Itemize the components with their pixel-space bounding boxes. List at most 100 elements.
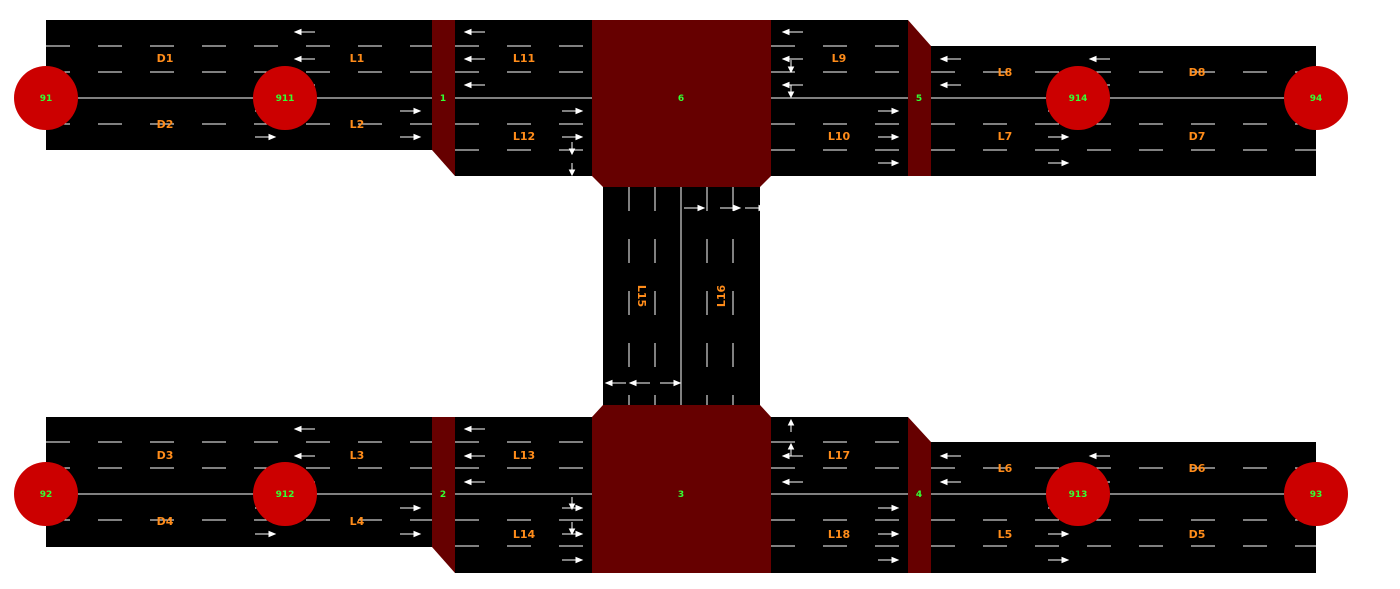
road-top-east [931, 46, 1316, 176]
road-label-l10: L10 [828, 130, 851, 143]
lane-arrow-right [400, 504, 422, 512]
lane-arrow-down [568, 497, 576, 511]
lane-arrow-down [568, 522, 576, 536]
road-label-d2: D2 [157, 118, 174, 131]
road-label-d1: D1 [157, 52, 174, 65]
road-label-d5: D5 [1189, 528, 1206, 541]
endpoint-label-93: 93 [1310, 490, 1323, 500]
road-label-d6: D6 [1189, 462, 1206, 475]
lane-arrow-left [628, 379, 650, 387]
lane-arrow-left [293, 55, 315, 63]
lane-arrow-left [781, 28, 803, 36]
road-label-l18: L18 [828, 528, 850, 541]
lane-arrow-up [787, 418, 795, 432]
endpoint-label-92: 92 [40, 490, 53, 500]
endpoint-label-912: 912 [276, 490, 295, 500]
node-label-1: 1 [440, 94, 446, 104]
lane-arrow-right [878, 530, 900, 538]
lane-arrow-right [400, 530, 422, 538]
lane-arrow-right [878, 133, 900, 141]
lane-arrow-left [939, 478, 961, 486]
endpoint-label-91: 91 [40, 94, 53, 104]
lane-arrow-right [255, 133, 277, 141]
lane-arrow-right [255, 530, 277, 538]
endpoint-label-911: 911 [276, 94, 295, 104]
lane-arrow-left [463, 452, 485, 460]
lane-arrow-right [878, 107, 900, 115]
endpoint-circle-912 [253, 462, 317, 526]
lane-arrow-right [400, 107, 422, 115]
node-label-6: 6 [678, 94, 684, 104]
road-label-d8: D8 [1189, 66, 1206, 79]
lane-arrow-up [787, 442, 795, 456]
lane-arrow-left [463, 28, 485, 36]
road-bottom-west [46, 417, 432, 547]
lane-arrow-left [604, 379, 626, 387]
lane-arrow-down [787, 85, 795, 99]
road-label-l11: L11 [513, 52, 535, 65]
road-label-l14: L14 [513, 528, 536, 541]
road-label-l3: L3 [350, 449, 365, 462]
lane-arrows [255, 28, 1110, 564]
lane-arrow-left [939, 81, 961, 89]
lane-arrow-left [1088, 452, 1110, 460]
endpoint-circle-91 [14, 66, 78, 130]
lane-arrow-down [787, 60, 795, 74]
road-label-d3: D3 [157, 449, 174, 462]
lane-arrow-left [463, 478, 485, 486]
lane-arrow-left [463, 81, 485, 89]
road-label-l6: L6 [998, 462, 1013, 475]
junction-node-2 [432, 417, 455, 573]
endpoint-label-914: 914 [1069, 94, 1088, 104]
lane-arrow-right [1048, 133, 1070, 141]
road-bottom-mid-right [771, 417, 908, 573]
road-label-l15: L15 [635, 285, 648, 307]
lane-arrow-right [878, 159, 900, 167]
endpoint-circles [14, 66, 1348, 526]
road-labels: D1 L1 L11 L9 L8 D8 D2 L2 L12 L10 L7 D7 L… [157, 52, 1206, 541]
lane-arrow-left [939, 452, 961, 460]
road-bottom-mid-left [455, 417, 592, 573]
lane-arrow-left [293, 28, 315, 36]
road-label-l1: L1 [350, 52, 365, 65]
endpoint-circle-93 [1284, 462, 1348, 526]
node-label-3: 3 [678, 490, 684, 500]
road-label-l12: L12 [513, 130, 535, 143]
lane-arrow-left [939, 55, 961, 63]
road-label-l16: L16 [715, 285, 728, 308]
road-label-d7: D7 [1189, 130, 1206, 143]
road-label-l7: L7 [998, 130, 1013, 143]
lane-arrow-down [568, 142, 576, 156]
endpoint-circle-94 [1284, 66, 1348, 130]
endpoint-circle-911 [253, 66, 317, 130]
lane-arrow-right [562, 556, 584, 564]
endpoint-label-94: 94 [1310, 94, 1323, 104]
lane-arrow-right [878, 556, 900, 564]
lane-arrow-right [400, 133, 422, 141]
road-label-l5: L5 [998, 528, 1013, 541]
lane-arrow-right [745, 204, 767, 212]
lane-arrow-left [781, 55, 803, 63]
endpoint-circle-914 [1046, 66, 1110, 130]
lane-arrow-left [463, 55, 485, 63]
endpoint-circle-92 [14, 462, 78, 526]
lane-arrow-down [568, 163, 576, 177]
lane-markings [46, 45, 1316, 547]
lane-arrow-right [1048, 556, 1070, 564]
road-label-d4: D4 [157, 515, 174, 528]
lane-arrow-left [1088, 55, 1110, 63]
lane-arrow-right [1048, 530, 1070, 538]
node-label-4: 4 [916, 490, 922, 500]
lane-arrow-left [293, 425, 315, 433]
lane-arrow-right [1048, 159, 1070, 167]
lane-arrow-right [684, 204, 706, 212]
junction-node-6 [592, 20, 771, 187]
road-label-l13: L13 [513, 449, 535, 462]
road-top-west [46, 20, 432, 150]
junction-node-5 [908, 20, 931, 176]
road-label-l9: L9 [832, 52, 847, 65]
road-label-l17: L17 [828, 449, 850, 462]
lane-arrow-left [781, 478, 803, 486]
lane-arrow-left [463, 425, 485, 433]
lane-arrow-left [293, 452, 315, 460]
